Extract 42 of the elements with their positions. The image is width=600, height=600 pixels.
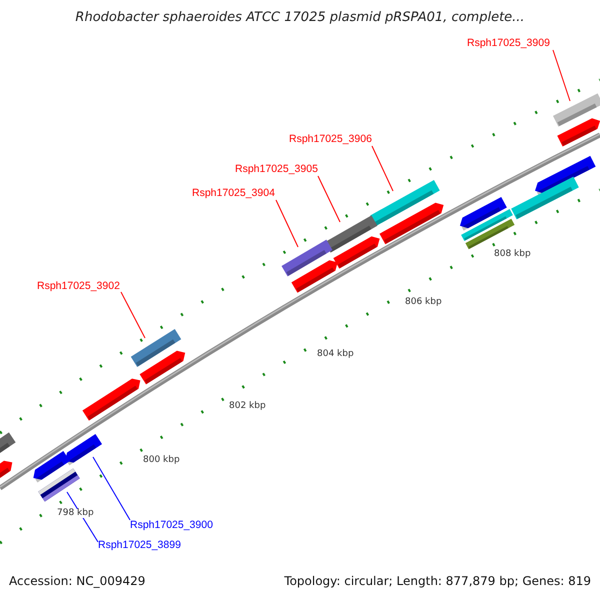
gene-feature <box>461 209 513 241</box>
gene-feature <box>370 180 440 226</box>
gene-label: Rsph17025_3904 <box>192 188 275 198</box>
accession-text: Accession: NC_009429 <box>9 575 146 587</box>
map-title: Rhodobacter sphaeroides ATCC 17025 plasmid pRSPA01, complete... <box>74 11 526 24</box>
leader-line <box>318 176 340 222</box>
gene-label: Rsph17025_3899 <box>98 540 181 550</box>
gene-feature <box>0 460 12 479</box>
gene-feature <box>333 236 380 269</box>
leader-line <box>92 456 130 520</box>
gene-label: Rsph17025_3905 <box>235 164 318 174</box>
gene-feature <box>291 260 338 293</box>
gene-feature <box>0 432 16 454</box>
gene-feature <box>535 156 596 196</box>
gene-feature <box>130 329 182 367</box>
gene-feature <box>552 93 600 127</box>
summary-text: Topology: circular; Length: 877,879 bp; Genes: 819 <box>284 575 591 587</box>
gene-label: Rsph17025_3906 <box>289 134 372 144</box>
gene-feature <box>65 434 102 466</box>
gene-feature <box>324 215 378 253</box>
scale-label: 802 kbp <box>229 402 266 411</box>
gene-feature <box>557 118 600 146</box>
gene-feature <box>33 450 70 482</box>
leader-line <box>372 146 394 192</box>
gene-label: Rsph17025_3902 <box>37 281 120 292</box>
scale-label: 798 kbp <box>57 509 94 518</box>
gene-label: Rsph17025_3900 <box>130 520 213 530</box>
leader-line <box>276 200 298 248</box>
gene-feature <box>140 350 186 384</box>
gene-feature <box>511 176 579 220</box>
leader-line <box>552 50 570 102</box>
gene-label: Rsph17025_3909 <box>467 38 550 48</box>
scale-label: 804 kbp <box>317 350 354 359</box>
gene-feature <box>282 240 332 276</box>
gene-feature <box>82 378 140 421</box>
gene-feature <box>465 218 515 250</box>
leader-line <box>120 292 146 338</box>
scale-label: 800 kbp <box>143 456 180 465</box>
scale-label: 808 kbp <box>494 250 531 259</box>
gene-feature <box>460 196 507 231</box>
gene-feature <box>379 202 444 244</box>
scale-label: 806 kbp <box>405 298 442 307</box>
